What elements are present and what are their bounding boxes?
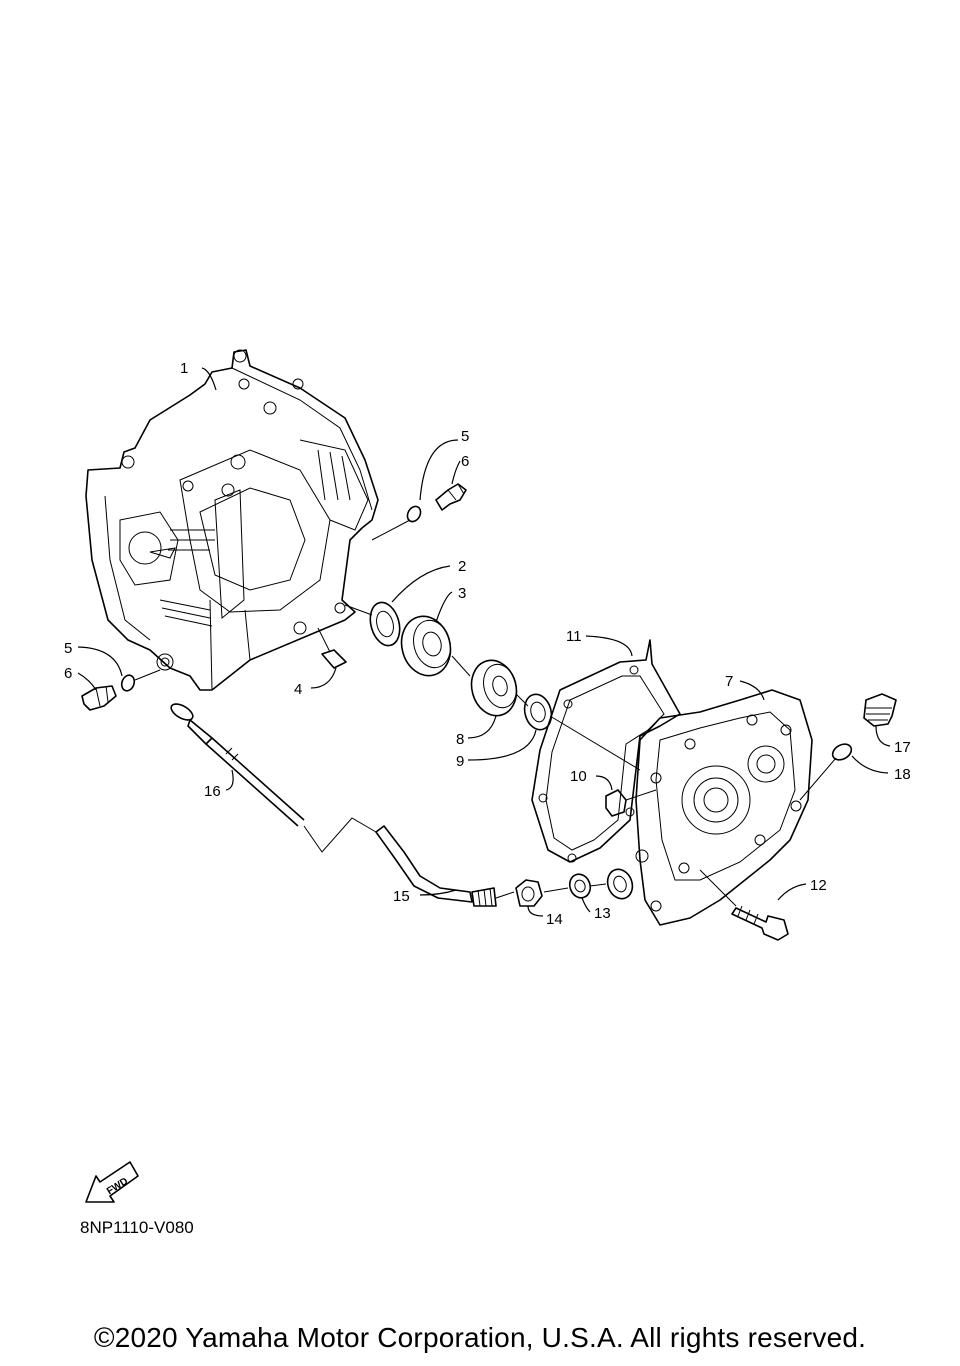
callout-12: 12	[810, 877, 827, 894]
leader-lines	[77, 367, 891, 917]
fwd-label: FWD	[105, 1176, 130, 1197]
callout-14: 14	[546, 911, 563, 928]
oil-tube	[375, 825, 497, 907]
bolt-upper	[435, 483, 467, 511]
callout-4: 4	[294, 681, 302, 698]
cover-bolt	[731, 905, 789, 941]
plug	[605, 789, 627, 817]
callout-15: 15	[393, 888, 410, 905]
callout-8: 8	[456, 731, 464, 748]
fwd-arrow-icon: FWD	[85, 1161, 139, 1203]
dowel-pin	[317, 627, 347, 669]
callout-2: 2	[458, 558, 466, 575]
callout-18: 18	[894, 766, 911, 783]
diagram-code: 8NP1110-V080	[80, 1218, 194, 1237]
crankcase-left	[85, 349, 379, 691]
callout-11: 11	[566, 628, 582, 645]
copyright-notice: ©2020 Yamaha Motor Corporation, U.S.A. A…	[93, 1322, 867, 1353]
o-ring	[831, 743, 853, 761]
washer-upper	[406, 505, 422, 523]
seal-13	[568, 873, 592, 899]
callout-3: 3	[458, 585, 466, 602]
collar	[606, 868, 634, 900]
callout-6-lower: 6	[64, 665, 72, 682]
crankcase-cover	[635, 689, 813, 926]
washer-lower	[120, 674, 136, 692]
gasket	[531, 639, 681, 863]
seal-small	[523, 693, 553, 731]
callout-6-upper: 6	[461, 453, 469, 470]
callout-5-upper: 5	[461, 428, 469, 445]
callout-5-lower: 5	[64, 640, 72, 657]
callout-17: 17	[894, 739, 911, 756]
callout-16: 16	[204, 783, 221, 800]
callout-10: 10	[570, 768, 587, 785]
oil-seal	[369, 601, 401, 647]
bolt-lower	[81, 685, 117, 711]
bearing-large	[400, 615, 452, 677]
callout-9: 9	[456, 753, 464, 770]
callout-13: 13	[594, 905, 611, 922]
dipstick	[170, 703, 305, 827]
callout-1: 1	[180, 360, 188, 377]
nut-14	[515, 879, 543, 907]
filler-plug	[863, 693, 897, 727]
bearing-small	[470, 659, 518, 717]
callout-7: 7	[725, 673, 733, 690]
